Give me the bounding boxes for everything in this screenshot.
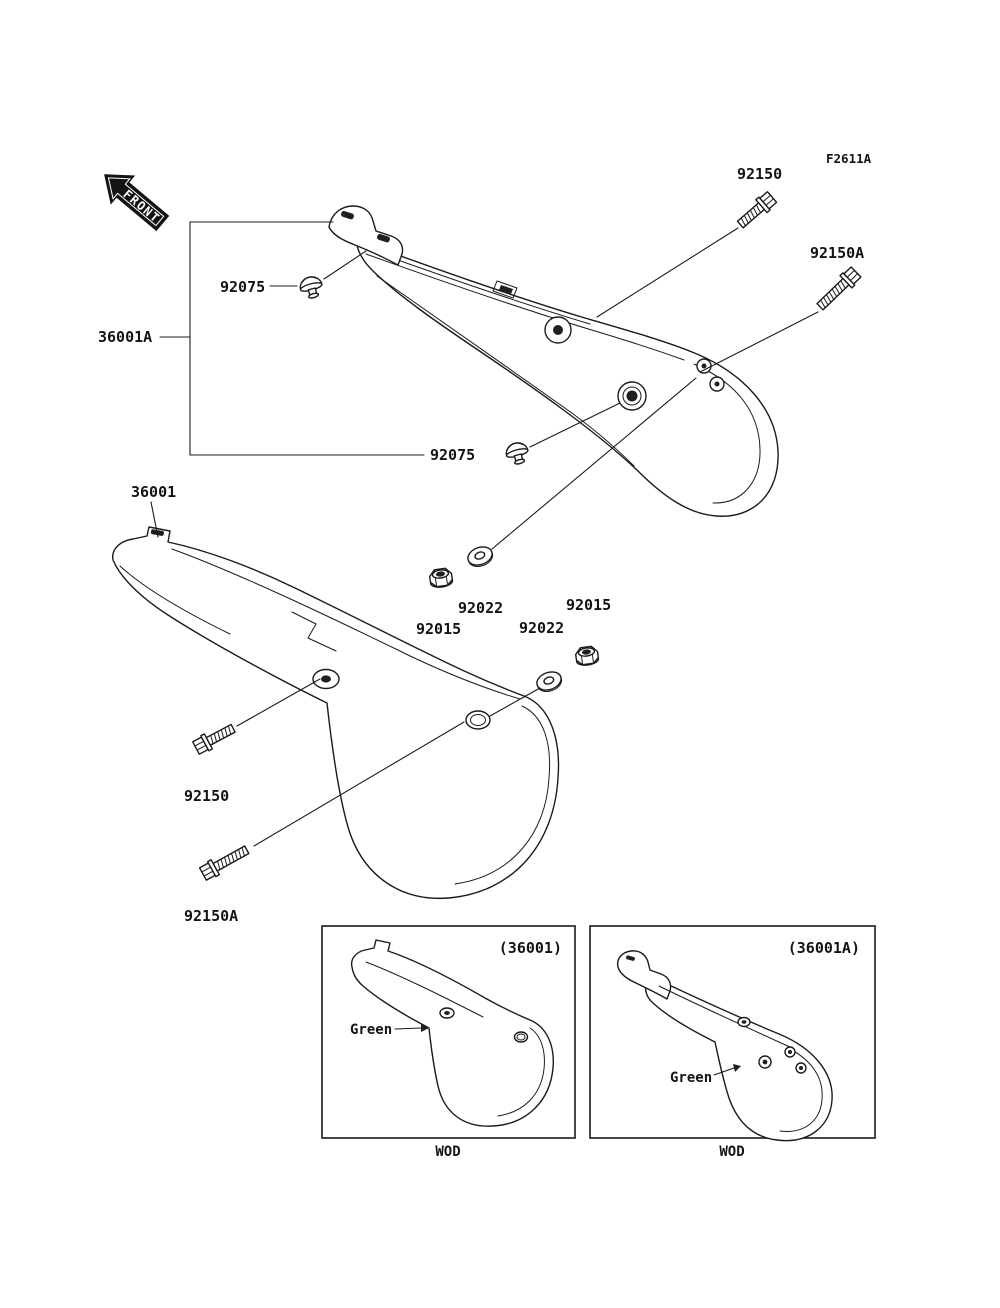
label-92022-lower: 92022 (519, 619, 564, 637)
inset-right-part-ref: (36001A) (788, 939, 860, 957)
inset-left-part-ref: (36001) (499, 939, 562, 957)
label-92022-upper: 92022 (458, 599, 503, 617)
inset-left-variant-code: WOD (435, 1144, 460, 1160)
label-36001a: 36001A (98, 328, 152, 346)
label-92150a-top: 92150A (810, 244, 864, 262)
nut-92015-upper (428, 567, 454, 588)
damper-92075-lower (505, 442, 529, 465)
leader-lines (150, 221, 819, 847)
lower-side-cover-drawing (112, 526, 560, 900)
inset-right-color-label: Green (670, 1070, 712, 1086)
hole-lower-cover (465, 710, 491, 730)
mounting-strap (328, 205, 404, 266)
inset-left-color-label: Green (350, 1022, 392, 1038)
bolt-92150-top (736, 191, 778, 229)
figure-code: F2611A (826, 151, 872, 166)
bolt-92150a-top-right (816, 266, 862, 311)
inset-box-36001a: (36001A) Green WOD (589, 925, 876, 1160)
washer-92022-upper (467, 546, 494, 567)
inset-left-color-arrow (394, 1027, 422, 1030)
nut-92015-lower (574, 645, 600, 666)
inset-box-36001: (36001) Green WOD (321, 925, 576, 1160)
label-36001: 36001 (131, 483, 176, 501)
label-92015-upper: 92015 (416, 620, 461, 638)
label-92075-upper: 92075 (220, 278, 265, 296)
label-92150-top: 92150 (737, 165, 782, 183)
front-arrow-icon: FRONT (104, 174, 170, 232)
upper-side-cover-drawing (328, 205, 779, 517)
inset-right-color-arrow (713, 1067, 735, 1076)
bolt-92150-bottom (192, 723, 236, 755)
label-92015-lower: 92015 (566, 596, 611, 614)
inset-right-variant-code: WOD (719, 1144, 744, 1160)
damper-92075-upper (299, 276, 323, 299)
label-92150a-bottom: 92150A (184, 907, 238, 925)
washer-92022-lower (536, 671, 563, 692)
label-92075-lower: 92075 (430, 446, 475, 464)
bolt-92150a-bottom (198, 845, 250, 881)
inset-left-cover-drawing (350, 939, 554, 1127)
inset-right-cover-drawing (616, 950, 833, 1142)
label-92150-bottom: 92150 (184, 787, 229, 805)
